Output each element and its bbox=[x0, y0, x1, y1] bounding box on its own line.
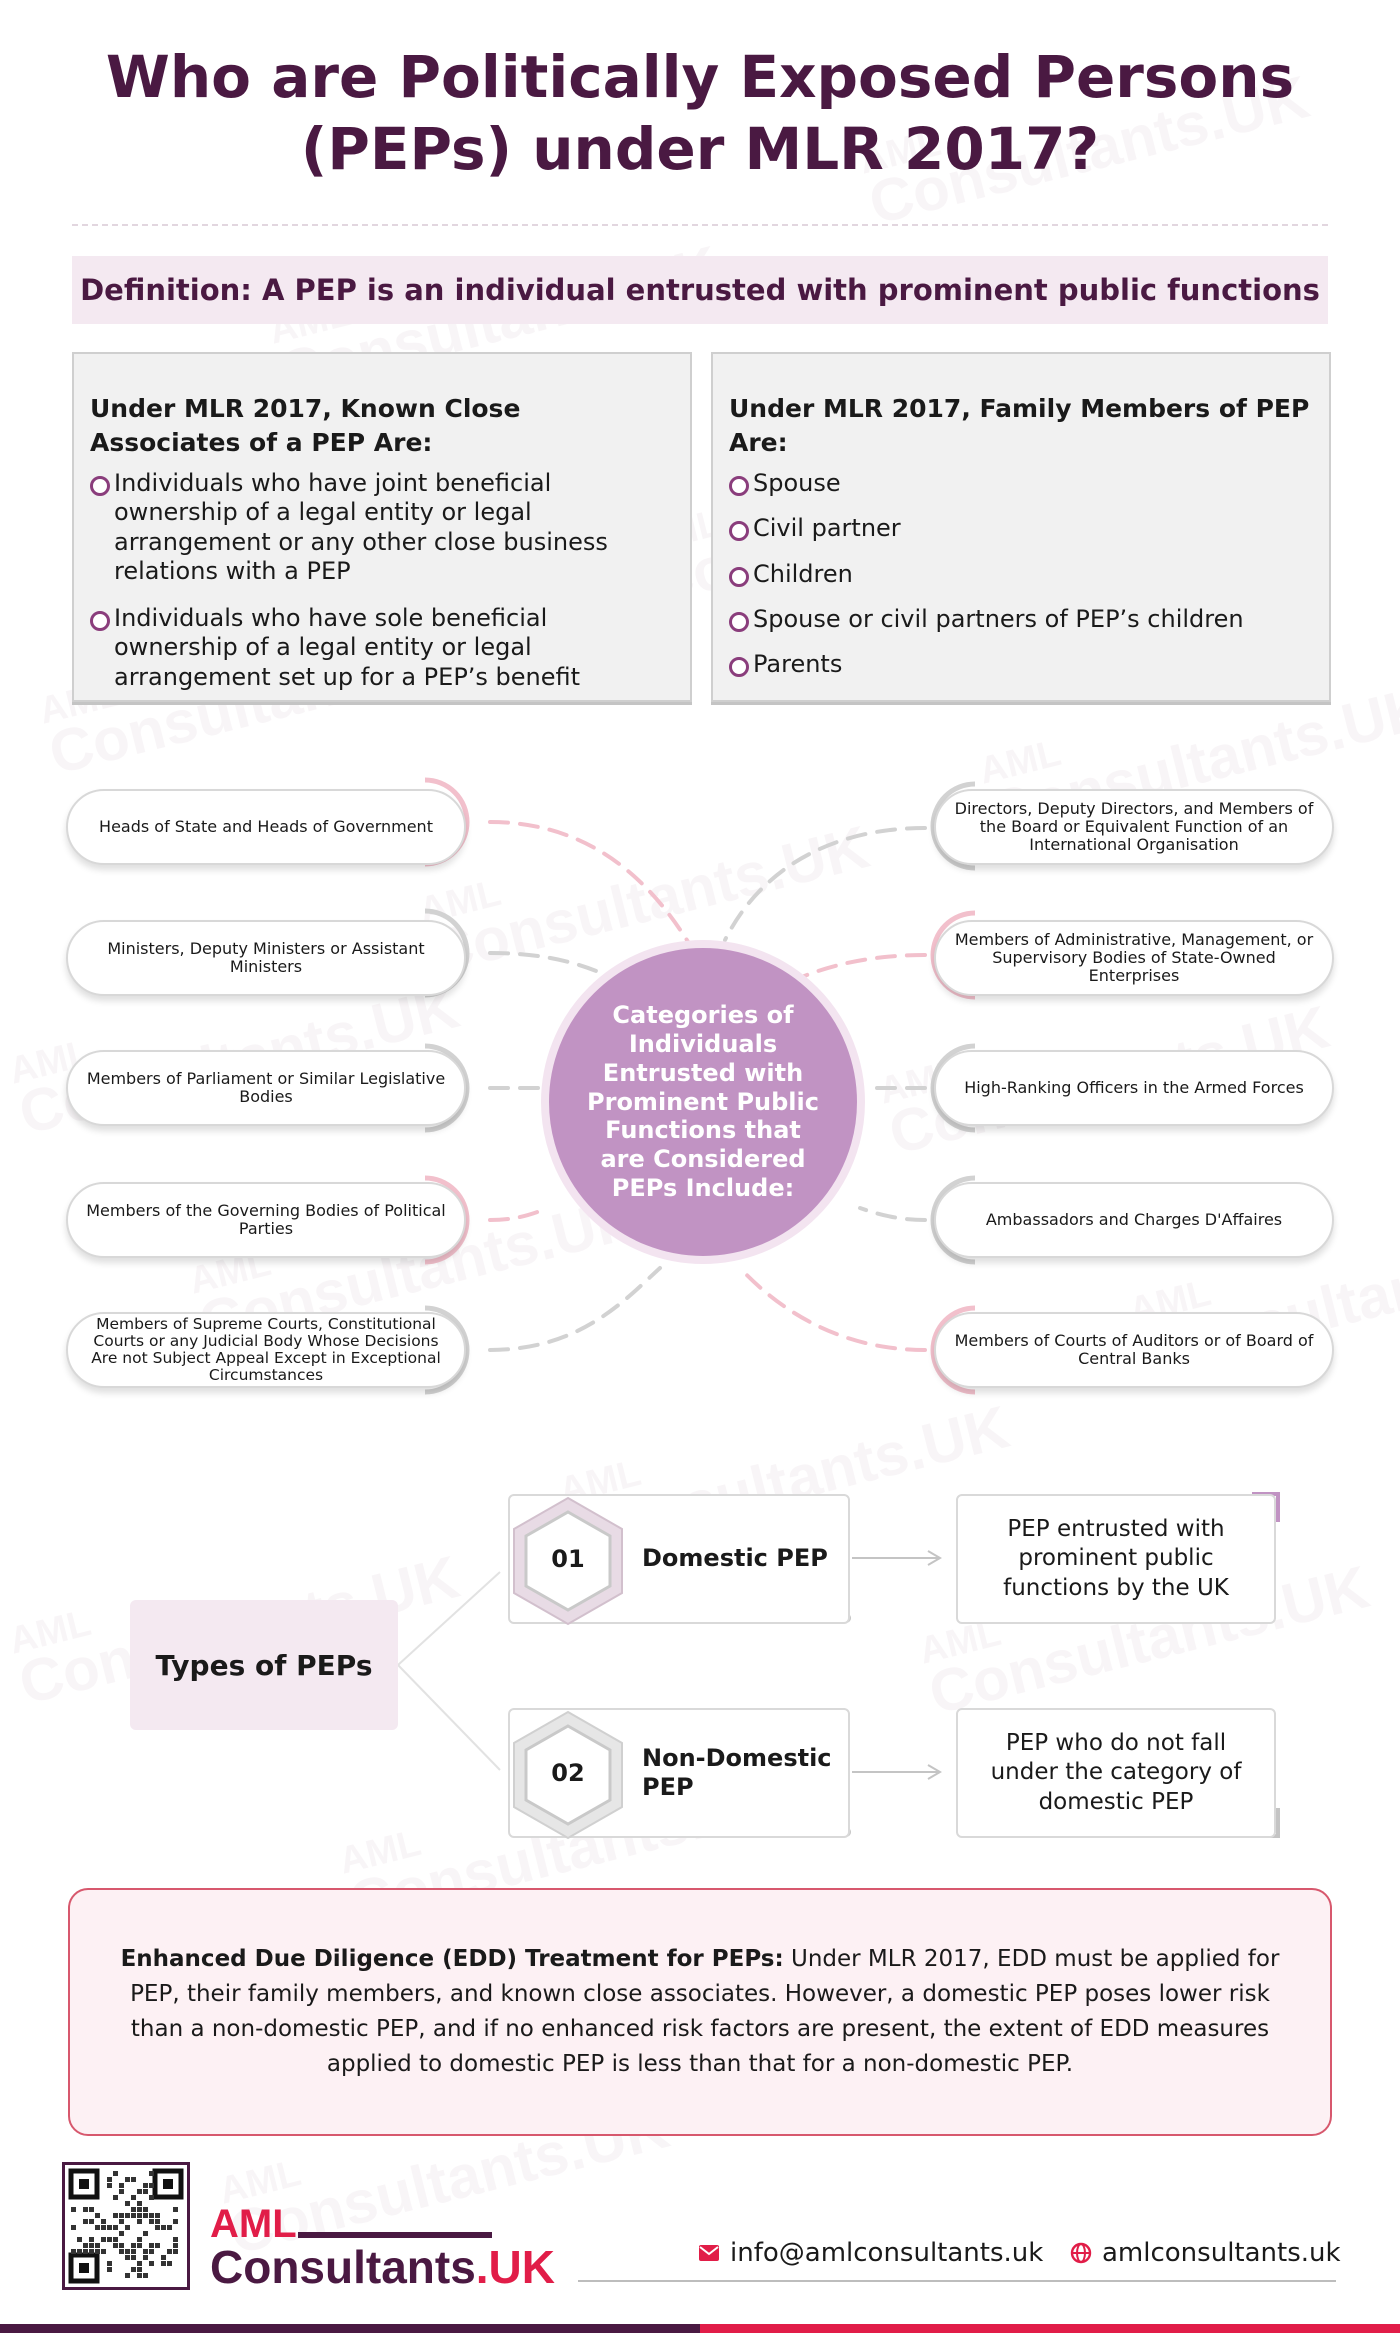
connector-line bbox=[488, 1206, 550, 1222]
type-description: PEP entrusted with prominent public func… bbox=[956, 1494, 1276, 1624]
connector-line bbox=[488, 820, 692, 947]
email-text: info@amlconsultants.uk bbox=[730, 2238, 1044, 2268]
title-line-1: Who are Politically Exposed Persons bbox=[105, 43, 1295, 111]
pill-arc bbox=[930, 1305, 976, 1395]
definition-band: Definition: A PEP is an individual entru… bbox=[72, 256, 1328, 324]
hexagon-icon bbox=[513, 1496, 623, 1626]
type-label: Non-Domestic PEP bbox=[642, 1743, 832, 1801]
pill-arc bbox=[930, 781, 976, 871]
associates-item: Individuals who have joint beneficial ow… bbox=[90, 469, 672, 586]
types-title: Types of PEPs bbox=[130, 1600, 398, 1730]
logo-consultants: Consultants.UK bbox=[210, 2241, 556, 2293]
category-pill: Ministers, Deputy Ministers or Assistant… bbox=[66, 920, 466, 996]
category-pill: Members of the Governing Bodies of Polit… bbox=[66, 1182, 466, 1258]
family-item: Parents bbox=[729, 650, 1311, 679]
email-link[interactable]: info@amlconsultants.uk bbox=[698, 2238, 1043, 2268]
family-item: Spouse or civil partners of PEP’s childr… bbox=[729, 605, 1311, 634]
category-pill: High-Ranking Officers in the Armed Force… bbox=[934, 1050, 1334, 1126]
qr-code bbox=[62, 2162, 190, 2290]
categories-hub: Categories of Individuals Entrusted with… bbox=[541, 940, 865, 1264]
page-title: Who are Politically Exposed Persons (PEP… bbox=[100, 42, 1300, 186]
category-pill: Heads of State and Heads of Government bbox=[66, 789, 466, 865]
family-box: Under MLR 2017, Family Members of PEP Ar… bbox=[711, 352, 1331, 702]
footer-divider bbox=[578, 2280, 1336, 2282]
logo-bar bbox=[298, 2232, 492, 2238]
title-divider bbox=[72, 224, 1328, 226]
pill-arc bbox=[930, 1043, 976, 1133]
associates-item: Individuals who have sole beneficial own… bbox=[90, 604, 672, 692]
category-pill: Directors, Deputy Directors, and Members… bbox=[934, 789, 1334, 865]
connector-line bbox=[397, 1664, 501, 1771]
connector-line bbox=[488, 1266, 662, 1352]
edd-heading: Enhanced Due Diligence (EDD) Treatment f… bbox=[120, 1946, 784, 1973]
associates-heading: Under MLR 2017, Known Close Associates o… bbox=[90, 394, 521, 457]
category-pill: Members of Parliament or Similar Legisla… bbox=[66, 1050, 466, 1126]
family-item: Spouse bbox=[729, 469, 1311, 498]
pill-arc bbox=[930, 1175, 976, 1265]
website-text: amlconsultants.uk bbox=[1102, 2238, 1341, 2268]
edd-text: Enhanced Due Diligence (EDD) Treatment f… bbox=[104, 1942, 1296, 2082]
logo-aml: AML bbox=[210, 2202, 297, 2246]
globe-icon bbox=[1070, 2242, 1092, 2264]
family-heading: Under MLR 2017, Family Members of PEP Ar… bbox=[729, 394, 1310, 457]
category-pill: Members of Supreme Courts, Constitutiona… bbox=[66, 1312, 466, 1388]
qr-code-icon bbox=[68, 2168, 184, 2284]
category-pill: Ambassadors and Charges D'Affaires bbox=[934, 1182, 1334, 1258]
bottom-bar-purple bbox=[0, 2324, 700, 2333]
website-link[interactable]: amlconsultants.uk bbox=[1070, 2238, 1341, 2268]
connector-line bbox=[738, 1266, 927, 1352]
title-line-2: (PEPs) under MLR 2017? bbox=[300, 114, 1100, 183]
edd-body: Under MLR 2017, EDD must be applied for … bbox=[130, 1946, 1280, 2077]
family-item: Children bbox=[729, 560, 1311, 589]
hexagon-icon bbox=[513, 1710, 623, 1840]
connector-line bbox=[723, 826, 927, 942]
arrow-head bbox=[927, 1764, 942, 1780]
pill-arc bbox=[424, 1175, 470, 1265]
connector-line bbox=[858, 1206, 927, 1222]
logo-suffix: .UK bbox=[475, 2241, 556, 2293]
type-description: PEP who do not fall under the category o… bbox=[956, 1708, 1276, 1838]
associates-list: Individuals who have joint beneficial ow… bbox=[90, 469, 672, 692]
edd-box: Enhanced Due Diligence (EDD) Treatment f… bbox=[68, 1888, 1332, 2136]
associates-box: Under MLR 2017, Known Close Associates o… bbox=[72, 352, 692, 702]
type-number: 02 bbox=[551, 1759, 585, 1787]
connector-line bbox=[397, 1571, 501, 1666]
envelope-icon bbox=[699, 2245, 719, 2261]
pill-arc bbox=[424, 1043, 470, 1133]
bottom-bar-red bbox=[700, 2324, 1400, 2333]
type-label: Domestic PEP bbox=[642, 1544, 828, 1573]
family-list: Spouse Civil partner Children Spouse or … bbox=[729, 469, 1311, 679]
arrow-head bbox=[927, 1550, 942, 1566]
category-pill: Members of Courts of Auditors or of Boar… bbox=[934, 1312, 1334, 1388]
family-item: Civil partner bbox=[729, 514, 1311, 543]
category-pill: Members of Administrative, Management, o… bbox=[934, 920, 1334, 996]
type-card-non-domestic: 02 Non-Domestic PEP bbox=[508, 1708, 850, 1840]
pill-arc bbox=[424, 1305, 470, 1395]
type-number: 01 bbox=[551, 1545, 585, 1573]
type-card-domestic: 01 Domestic PEP bbox=[508, 1494, 850, 1626]
